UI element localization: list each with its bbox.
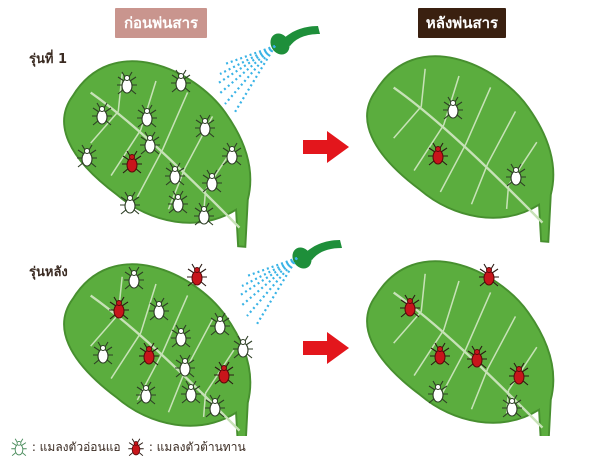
- spray-nozzle-icon: [267, 26, 320, 58]
- arrow-right-icon: [303, 131, 349, 163]
- leaf-after-gen1: [343, 29, 590, 257]
- spray-nozzle-icon: [289, 240, 342, 272]
- legend-resistant-label: : แมลงตัวต้านทาน: [149, 440, 246, 454]
- spray-mist: [239, 258, 297, 324]
- legend-resistant: : แมลงตัวต้านทาน: [127, 437, 246, 457]
- susceptible-insect-icon: [10, 438, 28, 458]
- leaf-after-gen2: [343, 234, 590, 436]
- leaf-before-gen2: [40, 237, 303, 436]
- spray-mist: [217, 46, 275, 112]
- diagram-canvas: [0, 0, 590, 436]
- leaf-before-gen1: [40, 34, 303, 262]
- legend-susceptible-label: : แมลงตัวอ่อนแอ: [32, 440, 121, 454]
- legend-susceptible: : แมลงตัวอ่อนแอ: [10, 437, 121, 457]
- resistant-insect-icon: [127, 438, 145, 458]
- arrow-right-icon: [303, 332, 349, 364]
